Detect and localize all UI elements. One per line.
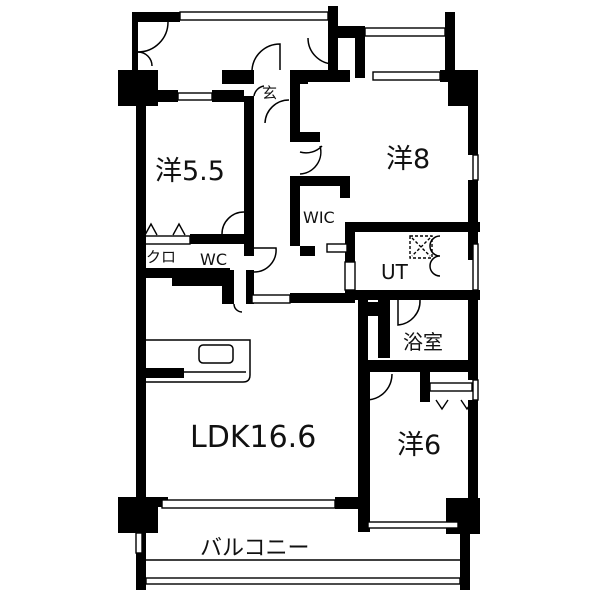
doors <box>137 21 441 401</box>
room-label-balcony: バルコニー <box>200 536 310 561</box>
kitchen-counter <box>142 339 251 383</box>
room-label-entrance: 玄 <box>262 84 278 102</box>
room-label-western-8: 洋8 <box>386 144 431 175</box>
room-label-ldk: LDK16.6 <box>190 420 317 455</box>
room-label-wc: WC <box>200 250 227 269</box>
windows <box>135 11 479 585</box>
closet-markers <box>143 222 474 561</box>
room-label-closet: クロ <box>146 248 177 266</box>
room-label-bathroom: 浴室 <box>403 330 443 354</box>
room-label-western-5-5: 洋5.5 <box>155 156 225 187</box>
walls <box>118 6 480 590</box>
room-label-western-6: 洋6 <box>397 430 442 461</box>
room-label-wic: WIC <box>303 208 335 227</box>
room-label-utility: UT <box>381 260 408 284</box>
